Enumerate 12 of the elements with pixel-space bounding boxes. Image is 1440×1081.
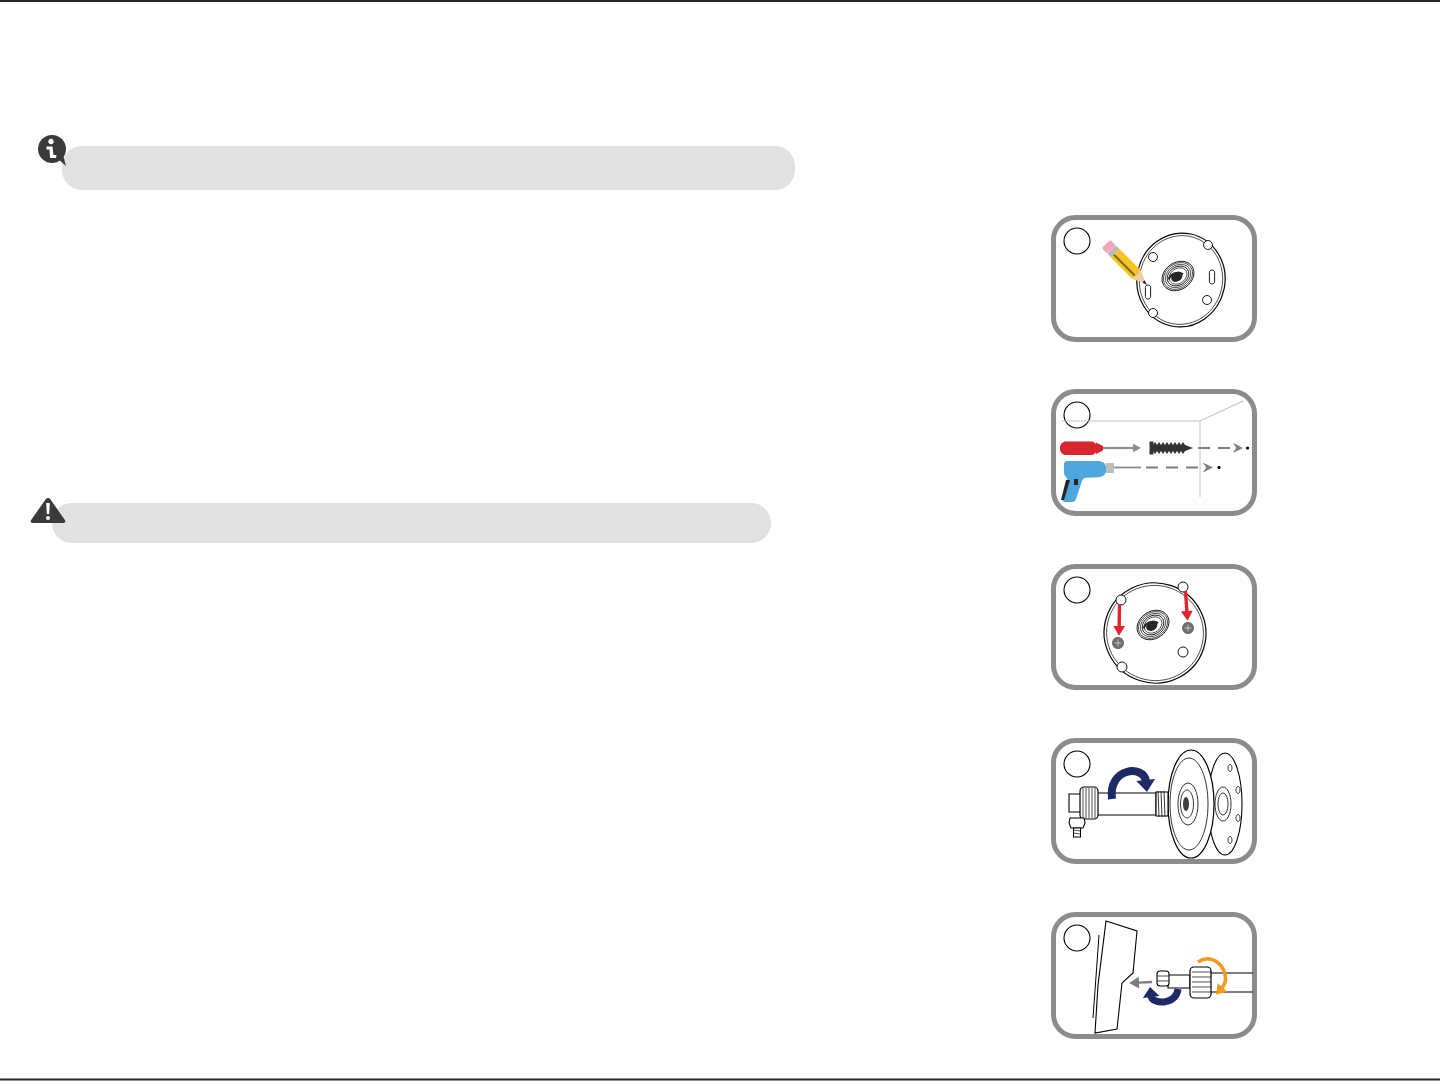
step-circle <box>1063 401 1091 429</box>
step-panel <box>1051 912 1257 1039</box>
step-panel <box>1051 215 1257 342</box>
step-circle <box>1063 750 1091 778</box>
step-circle <box>1063 227 1091 255</box>
note-banner <box>52 503 771 543</box>
step-panel <box>1051 738 1257 864</box>
step-circle <box>1063 576 1091 604</box>
step-panel <box>1051 564 1257 690</box>
note-banner <box>62 146 795 190</box>
step-circle <box>1063 924 1091 952</box>
step-panel <box>1051 389 1257 516</box>
